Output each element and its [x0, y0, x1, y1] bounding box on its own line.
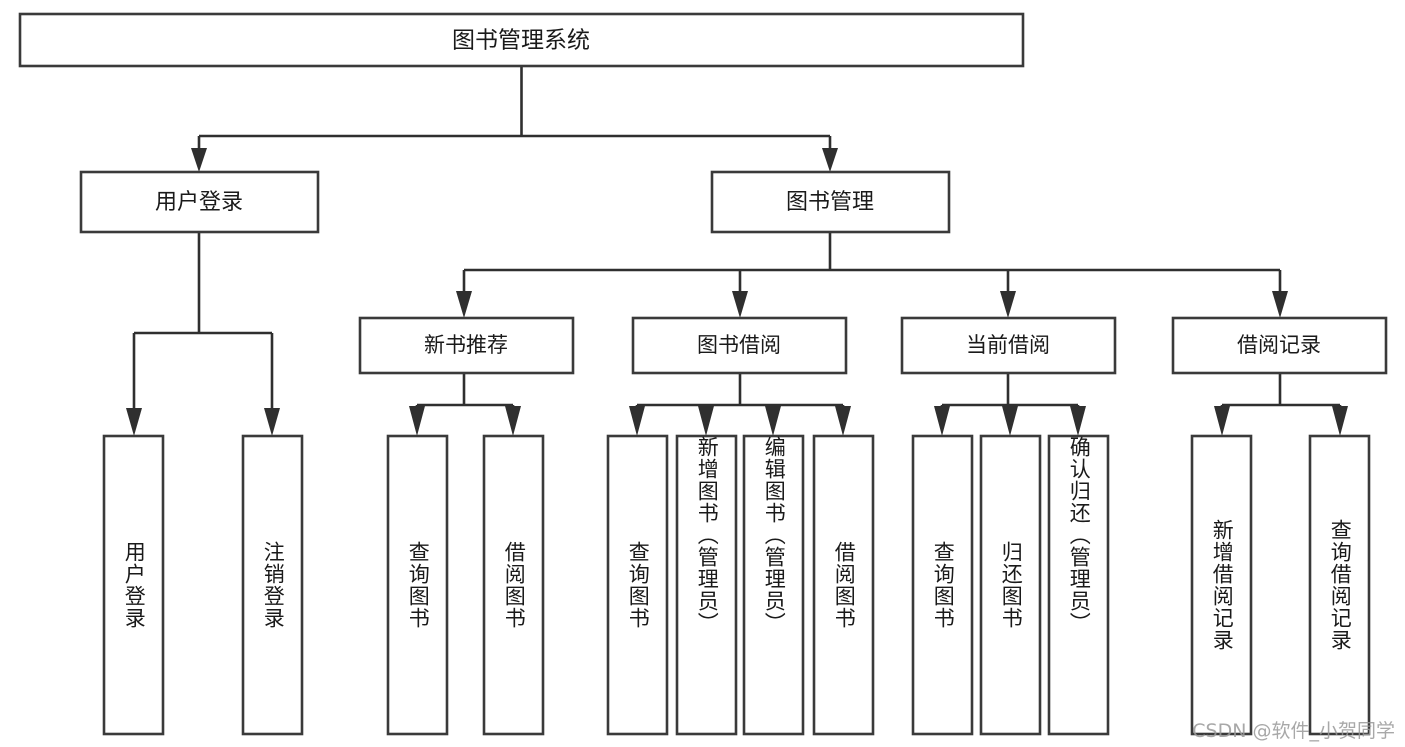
- arrow-br-child-2: [1332, 406, 1348, 436]
- arrow-cb-child-3: [1070, 406, 1086, 436]
- node-box-current-borrow[interactable]: [900, 316, 1117, 375]
- connector-group-current-borrow: [934, 373, 1086, 436]
- arrow-user-login-child-1: [126, 408, 142, 436]
- arrow-cb-child-1: [934, 406, 950, 436]
- arrow-to-book-mgmt: [822, 148, 838, 172]
- leaf-box-cb-3[interactable]: [1047, 434, 1110, 736]
- node-box-new-book-recommend[interactable]: [358, 316, 575, 375]
- arrow-nbr-child-1: [409, 406, 425, 436]
- node-box-borrow-record[interactable]: [1171, 316, 1388, 375]
- leaf-box-nbr-2[interactable]: [482, 434, 545, 736]
- leaf-box-cb-2[interactable]: [979, 434, 1042, 736]
- node-label-root: 图书管理系统: [452, 28, 590, 54]
- node-label-user-login: 用户登录: [155, 190, 243, 215]
- node-box-book-management[interactable]: [710, 170, 951, 234]
- arrow-bb-child-1: [629, 406, 645, 436]
- leaf-box-cb-1[interactable]: [911, 434, 974, 736]
- leaf-box-br-2[interactable]: [1308, 434, 1371, 736]
- arrow-cb-child-2: [1002, 406, 1018, 436]
- leaf-box-br-1[interactable]: [1190, 434, 1253, 736]
- arrow-bb-child-3: [765, 406, 781, 436]
- connector-group-new-book-recommend: [409, 373, 521, 436]
- connector-group-user-login: [126, 232, 280, 436]
- node-label-borrow-record: 借阅记录: [1237, 333, 1321, 357]
- leaf-box-bb-3[interactable]: [742, 434, 805, 736]
- arrow-user-login-child-2: [264, 408, 280, 436]
- connector-group-book-mgmt: [456, 232, 1288, 318]
- arrow-to-book-borrow: [732, 291, 748, 318]
- arrow-to-user-login: [191, 148, 207, 172]
- leaf-box-nbr-1[interactable]: [386, 434, 449, 736]
- leaf-box-bb-1[interactable]: [606, 434, 669, 736]
- connector-group-borrow-record: [1214, 373, 1348, 436]
- connector-group-root: [191, 66, 838, 172]
- node-label-new-book-recommend: 新书推荐: [424, 333, 508, 357]
- node-label-book-borrow: 图书借阅: [697, 333, 781, 357]
- node-box-root[interactable]: [18, 12, 1025, 68]
- arrow-to-current-borrow: [1000, 291, 1016, 318]
- node-box-book-borrow[interactable]: [631, 316, 848, 375]
- leaf-box-bb-4[interactable]: [812, 434, 875, 736]
- leaf-box-user-login-1[interactable]: [102, 434, 165, 736]
- arrow-to-new-book-recommend: [456, 291, 472, 318]
- node-label-current-borrow: 当前借阅: [966, 333, 1050, 357]
- leaf-box-user-login-2[interactable]: [241, 434, 304, 736]
- arrow-to-borrow-record: [1272, 291, 1288, 318]
- node-label-book-management: 图书管理: [786, 190, 874, 215]
- arrow-bb-child-4: [835, 406, 851, 436]
- connector-group-book-borrow: [629, 373, 851, 436]
- leaf-box-bb-2[interactable]: [675, 434, 738, 736]
- arrow-nbr-child-2: [505, 406, 521, 436]
- arrow-br-child-1: [1214, 406, 1230, 436]
- arrow-bb-child-2: [698, 406, 714, 436]
- node-box-user-login[interactable]: [79, 170, 320, 234]
